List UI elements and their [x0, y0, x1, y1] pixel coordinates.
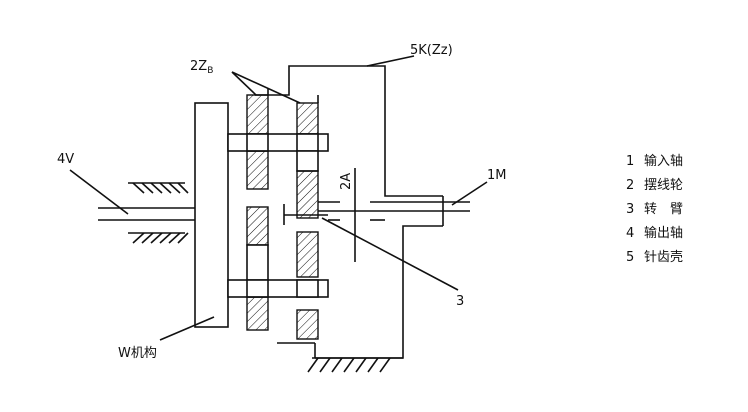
- output-shaft: [98, 207, 195, 221]
- label-3: 3: [456, 294, 464, 309]
- label-4v: 4V: [57, 152, 74, 167]
- label-1m: 1M: [487, 168, 507, 183]
- eccentric-arm: [283, 168, 356, 262]
- label-2zb: 2ZB: [190, 59, 213, 76]
- w-mechanism-disk: [194, 102, 229, 328]
- label-5k: 5K(Zz): [410, 43, 453, 58]
- cycloid-disc-right: [296, 102, 319, 340]
- ground-hatch-left-top: [128, 182, 189, 194]
- leader-lines: [69, 55, 488, 341]
- label-w-mechanism: W机构: [118, 346, 157, 361]
- label-2a: 2A: [339, 173, 354, 190]
- ground-hatch-left-bottom: [128, 232, 189, 244]
- input-shaft: [318, 196, 470, 226]
- cycloid-disc-left: [246, 94, 269, 331]
- ground-hatch-bottom: [307, 357, 403, 373]
